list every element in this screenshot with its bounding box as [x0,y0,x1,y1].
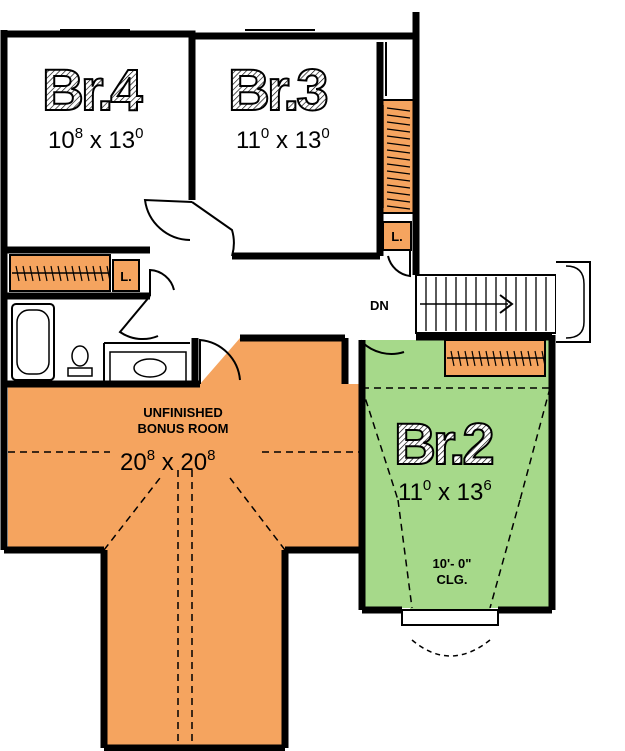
shelf-tick [386,205,411,210]
shelf-tick [450,350,455,367]
shelf-tick [64,265,69,282]
shelf-tick [386,142,411,147]
br4-dimensions: 108 x 130 [48,125,143,154]
stair-arrow-head [499,294,514,314]
bonus-room-label-1: UNFINISHED [143,405,222,420]
thin-lines [60,29,387,384]
shelf-tick [386,163,411,168]
shelf-tick [492,350,497,367]
shelf-tick [57,265,62,282]
shelf-tick [386,135,411,140]
bonus-room-area [8,338,362,748]
shelf-tick [386,156,411,161]
shelf-tick [386,191,411,196]
shelf-tick [386,121,411,126]
shelf-tick [386,198,411,203]
shelf-tick [78,265,83,282]
bay-window-sill [401,609,499,626]
bathtub-inner [16,309,50,375]
toilet-tank [67,367,93,377]
shelf-tick [386,184,411,189]
shelf-tick [534,350,539,367]
sink [133,358,167,378]
br4-title: Br.4 [42,58,142,123]
shelf-tick [506,350,511,367]
bathtub [11,303,55,381]
shelf-tick [541,350,546,367]
shelf-tick [485,350,490,367]
toilet [71,345,89,367]
stairs-down-label: DN [370,298,389,313]
linen-label-left: L. [120,269,132,284]
shelf-tick [471,350,476,367]
shelf-tick [29,265,34,282]
shelf-tick [36,265,41,282]
shelf-tick [478,350,483,367]
shelf-tick [499,350,504,367]
shelf-tick [386,114,411,119]
br3-dimensions: 110 x 130 [236,125,330,154]
walls [0,12,556,751]
bonus-room-label-2: BONUS ROOM [138,421,229,436]
bedroom-2-area [362,340,550,625]
br2-ceiling-label: CLG. [436,572,467,587]
stair-landing [556,261,591,343]
linen-closet-left [112,259,140,292]
br2-title: Br.2 [394,412,492,477]
shelf-tick [43,265,48,282]
shelf-tick [50,265,55,282]
stair-handrail [565,265,585,339]
doors [118,198,411,385]
shelf-tick [386,107,411,112]
shelf-tick [15,265,20,282]
shelf-tick [22,265,27,282]
shelf-tick [457,350,462,367]
closet-br3 [379,99,415,214]
shelf-tick [85,265,90,282]
shelf-tick [386,149,411,154]
shelf-tick [464,350,469,367]
shelf-tick [527,350,532,367]
shelf-tick [92,265,97,282]
bonus-room-dashes [8,387,551,745]
shelf-tick [386,170,411,175]
shelf-tick [513,350,518,367]
shelf-tick [386,128,411,133]
shelf-tick [106,265,111,282]
shelf-tick [99,265,104,282]
linen-label-right: L. [391,229,403,244]
bonus-room-dimensions: 208 x 208 [120,447,215,476]
br3-title: Br.3 [228,58,327,123]
br2-ceiling-height: 10'- 0" [433,556,472,571]
br2-dimensions: 110 x 136 [398,477,492,506]
shelf-tick [386,177,411,182]
shelf-tick [71,265,76,282]
closet-shelf-ticks [15,107,546,367]
bay-window [411,639,491,657]
shelf-tick [520,350,525,367]
